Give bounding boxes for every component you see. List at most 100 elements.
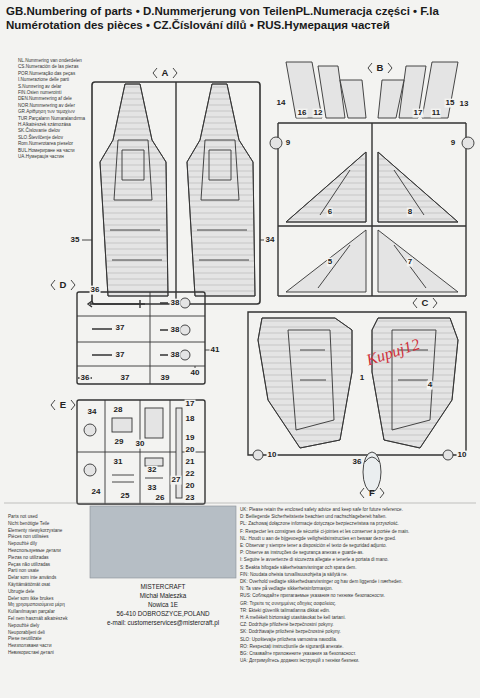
safety-note: RUS: Соблюдайте прилагаемые указания по … xyxy=(240,593,385,598)
safety-note: CZ: Dodržujte přiložené bezpečnostní pok… xyxy=(240,622,334,627)
callout-number: 35 xyxy=(70,236,81,245)
language-line: NL.Nummering van onderdelen xyxy=(18,58,82,63)
unused-parts-line: Fel nem használt alkatrészek xyxy=(8,616,68,621)
unused-parts-line: Delar som inte används xyxy=(8,575,56,580)
sprue-letter: D xyxy=(60,280,67,290)
sprue-letter: B xyxy=(377,63,384,73)
unused-parts-line: Ubrugte dele xyxy=(8,589,34,594)
safety-note: SLO: Upoštevajte priložena varnostna nav… xyxy=(240,637,337,642)
language-line: GR.Αρίθμηση των τεμαχίων xyxy=(18,109,75,114)
title: GB.Numbering of parts • D.Nummerjerung v… xyxy=(6,4,474,33)
unused-parts-line: Nicht benötigte Teile xyxy=(8,521,49,526)
unused-parts-line: Kullanılmayan parçalar xyxy=(8,609,55,614)
language-line: SK.Číslovanie dielov xyxy=(18,128,60,133)
callout-number: 10 xyxy=(267,451,278,460)
callout-number: 37 xyxy=(115,324,126,333)
safety-note: UA: Дотримуйтесь доданих інструкцій з те… xyxy=(240,658,359,663)
callout-number: 28 xyxy=(113,406,124,415)
language-line: TUR.Parçaların Numaralandırma xyxy=(18,116,85,121)
callout-number: 19 xyxy=(185,434,196,443)
safety-note: N: Ta vare på vedlagte sikkerhetsinforma… xyxy=(240,586,333,591)
callout-number: 38 xyxy=(170,351,181,360)
callout-number: 38 xyxy=(170,299,181,308)
callout-number: 5 xyxy=(327,258,333,267)
unused-parts-line: Piese neutilizate xyxy=(8,636,41,641)
safety-note: PL: Zachowaj dołączone informacje dotycz… xyxy=(240,521,399,526)
callout-number: 29 xyxy=(114,438,125,447)
language-line: UA.Нумерація частин xyxy=(18,154,64,159)
callout-number: 12 xyxy=(313,109,324,118)
language-line: S.Numrering av delar xyxy=(18,84,61,89)
unused-parts-line: Неизползвани части xyxy=(8,643,52,648)
callout-number: 25 xyxy=(120,492,131,501)
callout-number: 31 xyxy=(113,458,124,467)
safety-note: D: Beiliegende Sicherheitstexte beachten… xyxy=(240,514,387,519)
callout-number: 32 xyxy=(147,466,158,475)
unused-parts-line: Elementy niewykorzystane xyxy=(8,528,62,533)
callout-number: 10 xyxy=(457,451,468,460)
callout-number: 37 xyxy=(115,351,126,360)
callout-number: 1 xyxy=(359,374,365,383)
language-line: SLO.Številčenje delov xyxy=(18,135,63,140)
unused-parts-line: Piezas no utilizadas xyxy=(8,555,49,560)
unused-parts-line: Неиспользуемые детали xyxy=(8,548,61,553)
safety-note: I: Seguire le avvertenze di sicurezza al… xyxy=(240,557,389,562)
callout-number: 37 xyxy=(120,374,131,383)
sprue-letter: F xyxy=(369,488,375,498)
unused-parts-line: Невикористані деталі xyxy=(8,650,54,655)
callout-number: 16 xyxy=(297,109,308,118)
callout-number: 36 xyxy=(352,458,363,467)
callout-number: 21 xyxy=(185,458,196,467)
language-line: CS.Numeración de las piezas xyxy=(18,64,79,69)
safety-note: GR: Τηρείτε τις συνημμένες οδηγίες ασφαλ… xyxy=(240,601,336,606)
language-line: DEN.Nummerering af dele xyxy=(18,96,72,101)
callout-number: 30 xyxy=(135,440,146,449)
callout-number: 41 xyxy=(210,346,221,355)
sprue-letter: C xyxy=(422,298,429,308)
callout-number: 9 xyxy=(450,139,456,148)
unused-parts-line: Nepoužité díly xyxy=(8,541,37,546)
safety-note: RO: Respectați instrucțiunile de siguran… xyxy=(240,644,343,649)
language-line: FIN.Osien numerointi xyxy=(18,90,61,95)
callout-number: 4 xyxy=(427,381,433,390)
callout-number: 33 xyxy=(147,484,158,493)
callout-number: 17 xyxy=(413,109,424,118)
safety-note: UK: Please retain the enclosed safety ad… xyxy=(240,507,403,512)
safety-note: F: Respecter les consignes de sécurité c… xyxy=(240,529,409,534)
callout-number: 13 xyxy=(459,100,470,109)
callout-number: 23 xyxy=(185,494,196,503)
callout-number: 17 xyxy=(185,400,196,409)
callout-number: 7 xyxy=(407,258,413,267)
address-line: e-mail: customerservices@mistercraft.pl xyxy=(107,620,219,627)
callout-number: 36 xyxy=(90,286,101,295)
callout-number: 14 xyxy=(276,99,287,108)
callout-number: 11 xyxy=(431,109,441,118)
callout-number: 26 xyxy=(155,494,166,503)
safety-note: NL: Houdt u aan de bijgevoegde veilighei… xyxy=(240,536,396,541)
callout-number: 38 xyxy=(170,326,181,335)
language-line: NOR.Nummerering av deler xyxy=(18,103,75,108)
callout-number: 20 xyxy=(185,446,196,455)
callout-number: 36 xyxy=(80,374,91,383)
address-line: Nowica 1E xyxy=(148,602,178,609)
language-line: POR.Numeração das peças xyxy=(18,71,75,76)
unused-parts-line: Neuporabljeni deli xyxy=(8,630,45,635)
callout-number: 27 xyxy=(171,476,182,485)
language-line: Rom.Numerotarea pieselor xyxy=(18,141,73,146)
callout-number: 6 xyxy=(327,208,333,217)
callout-number: 20 xyxy=(185,482,196,491)
unused-parts-line: Käyttämättömät osat xyxy=(8,582,50,587)
sprue-letter: E xyxy=(60,400,66,410)
address-line: Michał Maleszka xyxy=(140,593,187,600)
callout-number: 34 xyxy=(87,408,98,417)
unused-parts-line: Nepoužité diely xyxy=(8,623,39,628)
callout-number: 39 xyxy=(160,374,171,383)
callout-number: 40 xyxy=(190,369,201,378)
safety-note: S: Beakta bifogade säkerhetsanvisningar … xyxy=(240,565,356,570)
safety-note: P: Observe as instruções de segurança an… xyxy=(240,550,364,555)
language-line: I.Numerazione delle parti xyxy=(18,77,69,82)
safety-note: E: Observar y siempre tener a disposició… xyxy=(240,543,387,548)
address-line: MISTERCRAFT xyxy=(141,584,186,591)
callout-number: 22 xyxy=(185,470,196,479)
callout-number: 8 xyxy=(407,208,413,217)
